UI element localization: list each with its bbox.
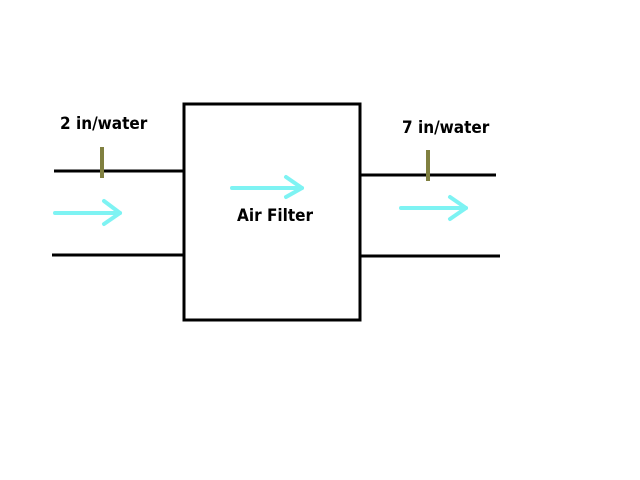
filter-label: Air Filter <box>237 206 314 226</box>
inlet-flow-arrow-icon <box>53 199 122 226</box>
air-filter-box <box>182 102 362 322</box>
outlet-flow-arrow-icon <box>399 195 468 221</box>
filter-flow-arrow-icon <box>230 175 304 199</box>
outlet-pressure-label: 7 in/water <box>402 118 490 138</box>
inlet-pressure-label: 2 in/water <box>60 114 148 134</box>
